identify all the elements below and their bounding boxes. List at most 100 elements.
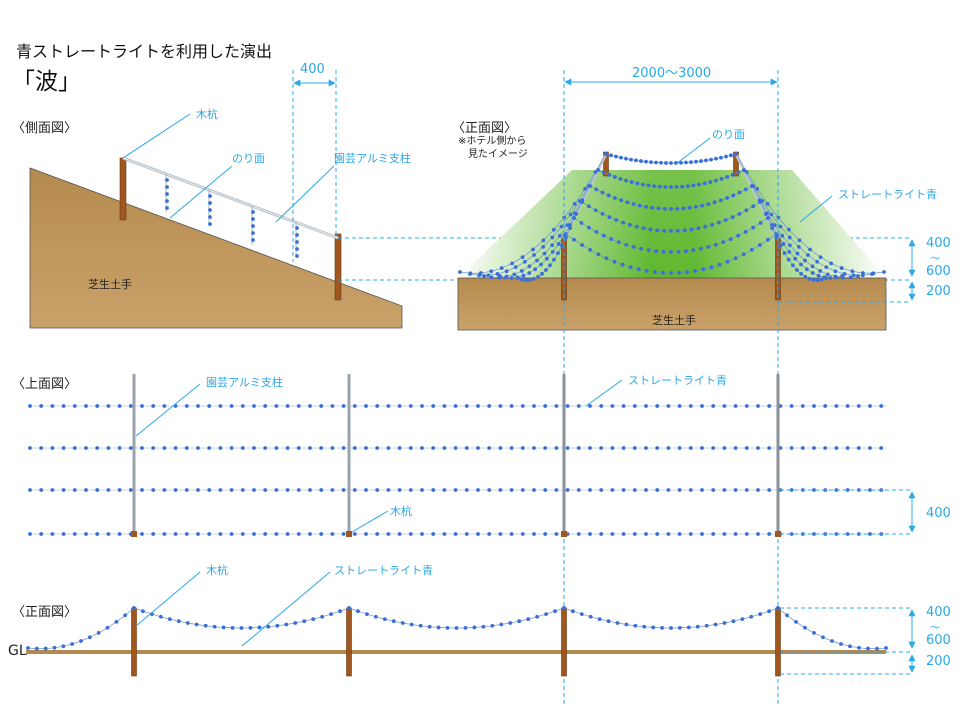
top-light-bulb xyxy=(162,532,167,536)
front-light-bulb xyxy=(572,237,576,242)
side-light-bulb xyxy=(165,206,169,210)
front2-light-leader xyxy=(241,571,331,647)
front-light-bulb xyxy=(808,247,812,252)
top-stake-label: 木杭 xyxy=(390,505,412,518)
side-light-bulb xyxy=(165,178,169,182)
front-slope-label: のり面 xyxy=(712,128,745,141)
front-light-bulb xyxy=(519,269,524,273)
top-light-bulb xyxy=(666,488,671,492)
front2-light-string xyxy=(133,607,350,629)
top-light-bulb xyxy=(218,446,223,450)
front-light-bulb xyxy=(684,249,688,254)
front-light-bulb xyxy=(654,249,658,254)
top-light-bulb xyxy=(688,488,693,492)
front-light-bulb xyxy=(624,178,628,183)
top-light-bulb xyxy=(95,488,100,492)
front-light-bulb xyxy=(624,242,629,247)
front-light-bulb xyxy=(742,168,746,172)
front-light-bulb xyxy=(807,276,812,281)
front-light-bulb xyxy=(604,152,608,156)
top-light-bulb xyxy=(263,488,268,492)
side-aluminium-pole-highlight xyxy=(122,157,339,239)
front2-light-bulb xyxy=(79,639,83,643)
front2-light-bulb xyxy=(275,623,280,628)
side-pole-label: 園芸アルミ支柱 xyxy=(334,152,411,165)
side-light-bulb xyxy=(208,194,212,198)
top-light-bulb xyxy=(285,488,290,492)
top-light-bulb xyxy=(621,404,626,408)
front-light-bulb xyxy=(811,278,816,282)
front-light-bulb xyxy=(542,251,547,256)
front-light-bulb xyxy=(557,233,562,238)
top-light-bulb xyxy=(364,488,368,492)
front-light-bulb xyxy=(628,222,632,227)
front-light-bulb xyxy=(703,224,708,229)
top-light-bulb xyxy=(834,446,839,450)
top-light-bulb xyxy=(95,404,100,408)
front-light-bulb xyxy=(588,248,593,252)
top-view-heading: 〈上面図〉 xyxy=(12,377,78,392)
front-light-bulb xyxy=(787,249,792,254)
front-light-bulb xyxy=(639,159,643,163)
front2-light-bulb xyxy=(400,621,405,625)
front2-light-bulb xyxy=(606,619,611,624)
page-title: 青ストレートライトを利用した演出 xyxy=(16,42,273,61)
front-light-bulb xyxy=(765,201,770,206)
front2-light-bulb xyxy=(230,625,235,630)
top-light-bulb xyxy=(677,532,682,536)
front-light-bulb xyxy=(527,264,532,269)
front2-light-bulb xyxy=(678,625,682,630)
top-light-bulb xyxy=(39,404,44,408)
front-slope-leader xyxy=(675,137,711,165)
front-light-bulb xyxy=(786,257,791,262)
side-light-bulb xyxy=(165,199,169,203)
front2-light-bulb xyxy=(70,642,75,646)
top-light-bulb xyxy=(789,446,794,450)
front-light-bulb xyxy=(778,224,783,229)
front-light-bulb xyxy=(848,275,853,280)
front-light-bulb xyxy=(646,183,651,188)
top-light-bulb xyxy=(386,404,391,408)
front-light-bulb xyxy=(539,262,543,267)
top-light-bulb xyxy=(95,446,100,450)
top-light-bulb xyxy=(431,404,436,408)
top-light-bulb xyxy=(688,404,693,408)
top-light-bulb xyxy=(140,404,144,408)
front2-light-bulb xyxy=(562,606,566,610)
gl-label: GL xyxy=(8,643,27,659)
front-light-bulb xyxy=(544,268,548,272)
top-light-bulb xyxy=(218,404,223,408)
front-light-bulb xyxy=(736,233,741,238)
top-light-bulb xyxy=(95,532,100,536)
top-light-bulb xyxy=(72,532,77,536)
front-light-bulb xyxy=(730,172,735,177)
front2-light-string xyxy=(348,607,565,629)
top-light-bulb xyxy=(308,532,312,536)
front-light-bulb xyxy=(787,235,792,240)
front-light-bulb xyxy=(596,168,600,172)
front-light-bulb xyxy=(778,243,783,248)
front2-light-label: ストレートライト青 xyxy=(334,564,433,577)
front-light-bulb xyxy=(766,237,770,242)
top-light-bulb xyxy=(453,446,458,450)
front-light-bulb xyxy=(609,153,613,158)
top-light-bulb xyxy=(868,488,872,492)
top-light-bulb xyxy=(229,446,234,450)
top-light-bulb xyxy=(599,404,604,408)
front-light-bulb xyxy=(625,200,630,205)
top-light-bulb xyxy=(655,488,660,492)
top-light-bulb xyxy=(364,404,368,408)
front2-light-bulb xyxy=(338,609,342,614)
front-light-bulb xyxy=(596,252,601,257)
top-light-bulb xyxy=(767,532,772,536)
top-light-bulb xyxy=(61,404,66,408)
top-light-bulb xyxy=(341,532,346,536)
top-light-bulb xyxy=(498,488,503,492)
top-light-bulb xyxy=(274,404,279,408)
top-light-bulb xyxy=(173,488,178,492)
front-light-bulb xyxy=(824,265,829,270)
top-light-bulb xyxy=(487,404,492,408)
top-light-bulb xyxy=(800,404,805,408)
front-light-bulb xyxy=(758,221,763,225)
front-light-bulb xyxy=(498,274,502,278)
